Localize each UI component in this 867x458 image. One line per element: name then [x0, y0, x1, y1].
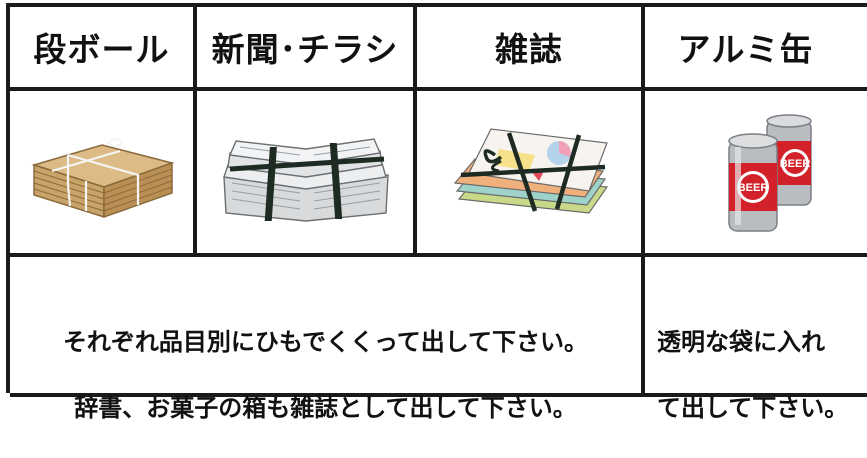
header-aluminum: アルミ缶	[645, 7, 867, 91]
header-aluminum-label: アルミ缶	[678, 23, 867, 71]
paper-instructions-line-1: それぞれ品目別にひもでくくって出して下さい。	[63, 326, 588, 359]
can-instructions-line-1: 透明な袋に入れ	[657, 326, 867, 359]
header-cardboard: 段ボール	[10, 7, 197, 91]
header-newspaper-label: 新聞･チラシ	[212, 23, 399, 71]
illustration-row: BEER BEER	[10, 91, 867, 257]
recycling-guide-table: 段ボール 新聞･チラシ 雑誌 アルミ缶	[0, 0, 867, 380]
header-row: 段ボール 新聞･チラシ 雑誌 アルミ缶	[10, 7, 867, 91]
aluminum-can-illustration-cell: BEER BEER	[645, 91, 867, 257]
newspaper-bundle-icon	[210, 117, 400, 227]
beer-cans-icon: BEER BEER	[715, 107, 825, 237]
cardboard-bundle-icon	[22, 117, 182, 227]
paper-instructions: それぞれ品目別にひもでくくって出して下さい。 辞書、お菓子の箱も雑誌として出して…	[63, 293, 588, 458]
header-magazine: 雑誌	[417, 7, 645, 91]
paper-instructions-line-2: 辞書、お菓子の箱も雑誌として出して下さい。	[63, 392, 588, 425]
can-instructions-line-2: て出して下さい。	[657, 392, 867, 425]
paper-instructions-cell: それぞれ品目別にひもでくくって出して下さい。 辞書、お菓子の箱も雑誌として出して…	[10, 257, 645, 397]
can-instructions-cell: 透明な袋に入れ て出して下さい。	[645, 257, 867, 397]
front-can-beer-label: BEER	[738, 182, 769, 194]
header-cardboard-label: 段ボール	[34, 23, 170, 71]
newspaper-illustration-cell	[197, 91, 417, 257]
back-can-beer-label: BEER	[780, 158, 811, 170]
magazine-illustration-cell	[417, 91, 645, 257]
instructions-row: それぞれ品目別にひもでくくって出して下さい。 辞書、お菓子の箱も雑誌として出して…	[10, 257, 867, 397]
magazine-bundle-icon	[439, 115, 619, 230]
header-magazine-label: 雑誌	[495, 23, 563, 71]
cardboard-illustration-cell	[10, 91, 197, 257]
table-grid: 段ボール 新聞･チラシ 雑誌 アルミ缶	[6, 3, 867, 393]
can-instructions: 透明な袋に入れ て出して下さい。	[657, 293, 867, 458]
header-newspaper: 新聞･チラシ	[197, 7, 417, 91]
